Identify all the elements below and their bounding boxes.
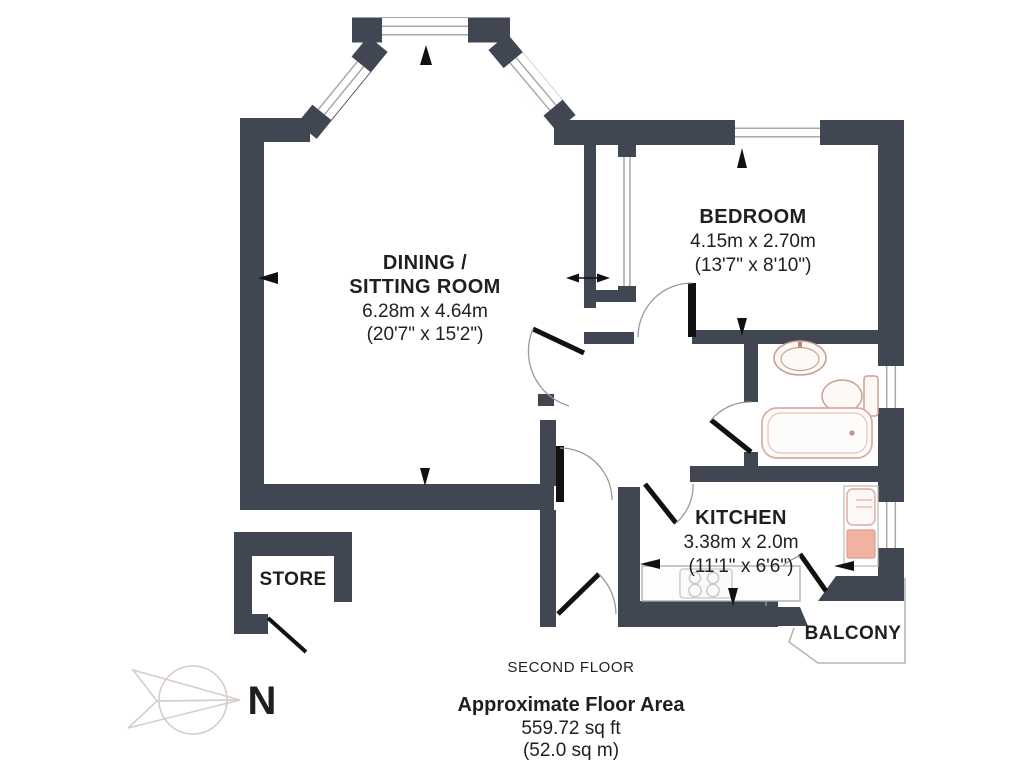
area-metric: (52.0 sq m)	[523, 740, 619, 761]
wash-basin-icon	[773, 340, 827, 376]
kitchen-fittings	[641, 485, 879, 602]
bay-top-window-icon	[382, 18, 468, 43]
dining-room-metric: 6.28m x 4.64m	[362, 301, 488, 322]
bedroom-imperial: (13'7" x 8'10")	[695, 255, 812, 276]
arrow-down-dining-icon	[420, 468, 430, 486]
arrow-up-bay-icon	[420, 45, 432, 65]
cupboard-door-icon	[527, 326, 586, 407]
floor-label: SECOND FLOOR	[507, 659, 634, 676]
dining-room-name-line2: SITTING ROOM	[349, 276, 500, 298]
cooker-hob-icon	[679, 568, 733, 599]
balcony-outline	[788, 578, 906, 664]
store-name: STORE	[259, 569, 326, 590]
dining-room-name-line1: DINING /	[383, 252, 467, 274]
arrow-left-kitchen-icon	[640, 559, 660, 569]
bedroom-name: BEDROOM	[699, 206, 806, 228]
kitchen-imperial: (11'1" x 6'6")	[689, 556, 794, 577]
area-title: Approximate Floor Area	[457, 694, 685, 716]
kitchen-sink-icon	[843, 485, 879, 567]
bedroom-metric: 4.15m x 2.70m	[690, 231, 816, 252]
arrow-down-hob-icon	[728, 588, 738, 606]
kitchen-metric: 3.38m x 2.0m	[683, 532, 798, 553]
doors	[266, 282, 829, 654]
store-door-icon	[266, 616, 308, 654]
arrow-left-sink-icon	[834, 561, 854, 571]
room-labels: DINING / SITTING ROOM 6.28m x 4.64m (20'…	[259, 206, 901, 644]
windows	[620, 120, 904, 548]
internal-glazed-partition-icon	[620, 157, 634, 286]
bay-window	[297, 17, 576, 139]
compass-rose-icon	[127, 665, 241, 735]
bay-left-window-icon	[311, 56, 371, 120]
compass-north-label: N	[248, 679, 277, 723]
dining-door-icon	[556, 446, 613, 502]
balcony-name: BALCONY	[805, 623, 902, 644]
kitchen-name: KITCHEN	[695, 507, 787, 529]
kitchen-window-icon	[878, 502, 904, 548]
bathroom-fixtures	[761, 340, 879, 459]
direction-arrows	[258, 45, 854, 606]
entrance-door-icon	[556, 572, 617, 616]
footer-labels: SECOND FLOOR Approximate Floor Area 559.…	[457, 659, 685, 761]
bay-right-window-icon	[503, 52, 563, 116]
bedroom-window-icon	[735, 120, 820, 145]
kitchen-door-icon	[643, 482, 694, 525]
bathroom-door-icon	[709, 401, 753, 454]
arrow-down-bathroom-icon	[737, 318, 747, 336]
bedroom-door-icon	[637, 282, 696, 338]
arrow-up-bedroom-icon	[737, 148, 747, 168]
double-arrow-partition-icon	[566, 273, 610, 283]
arrow-left-dining-icon	[258, 272, 278, 284]
bathtub-icon	[761, 407, 873, 459]
area-imperial: 559.72 sq ft	[521, 718, 621, 739]
bathroom-window-icon	[878, 366, 904, 408]
toilet-icon	[821, 375, 879, 417]
dining-room-imperial: (20'7" x 15'2")	[367, 324, 484, 345]
